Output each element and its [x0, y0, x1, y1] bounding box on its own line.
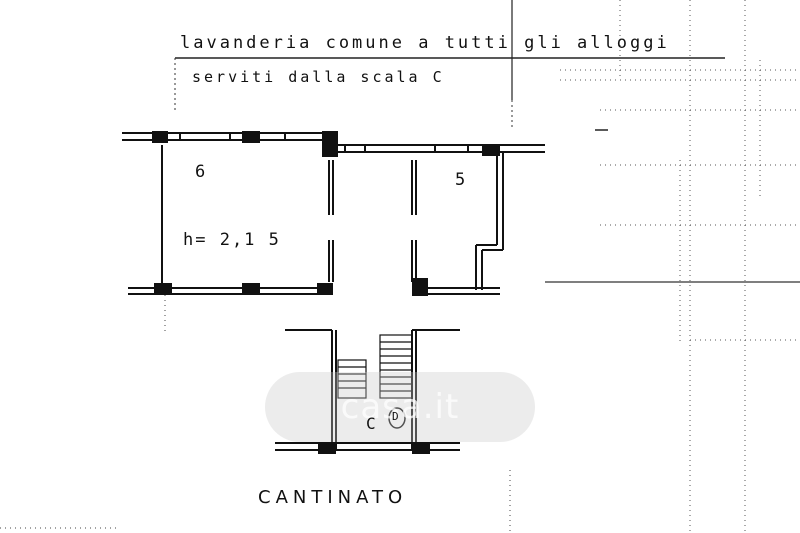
stair-marker-letter: D: [392, 410, 399, 423]
room-6-label: 6: [195, 162, 206, 182]
header-line-1: lavanderia comune a tutti gli alloggi: [180, 33, 670, 53]
watermark-text: casa.it: [340, 387, 460, 427]
room-5-label: 5: [455, 170, 466, 190]
floor-name: CANTINATO: [258, 487, 408, 508]
ceiling-height-label: h= 2,1 5: [183, 230, 281, 250]
header-line-2: serviti dalla scala C: [192, 68, 445, 86]
dotted-grid: [560, 0, 800, 533]
guide-lines: [0, 295, 511, 533]
stair-label: C: [366, 414, 376, 433]
pillars: [152, 131, 500, 454]
watermark: casa.it: [265, 372, 535, 442]
stair-marker-circle: [388, 407, 406, 429]
stair-steps: [337, 334, 413, 399]
